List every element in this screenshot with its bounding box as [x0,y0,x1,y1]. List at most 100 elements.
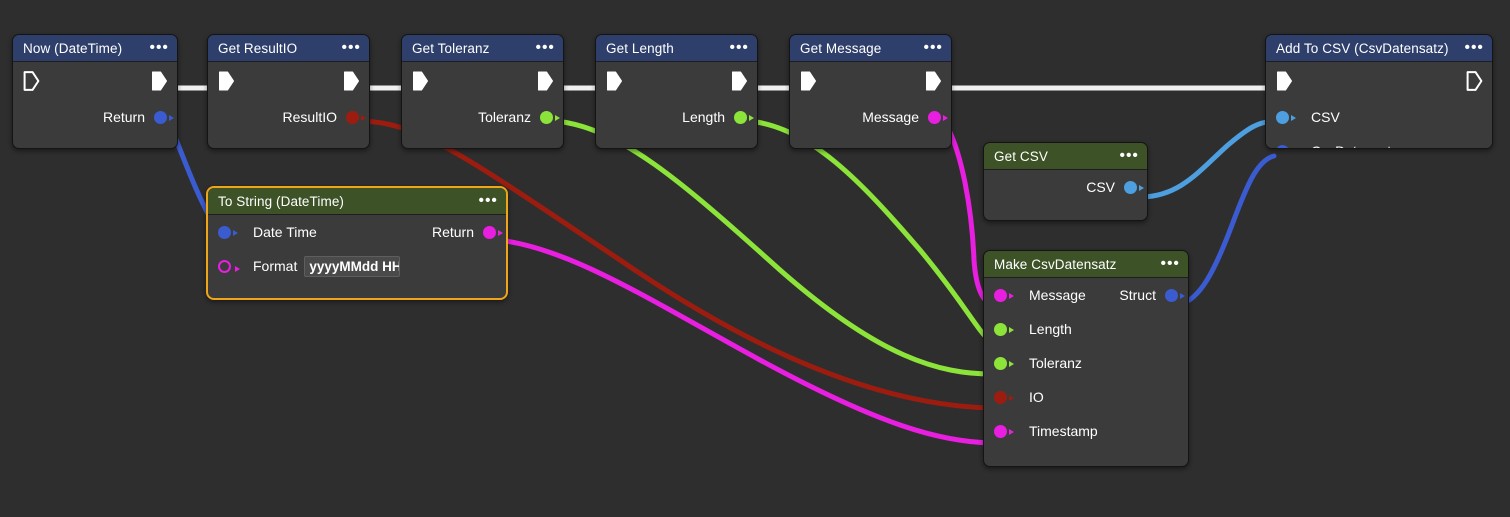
input-label: CSV [1311,109,1340,125]
node-header-add-to-csv[interactable]: Add To CSV (CsvDatensatz) ••• [1266,35,1492,62]
exec-in-pin-icon[interactable] [218,71,235,92]
node-title: Add To CSV (CsvDatensatz) [1276,40,1449,56]
output-pin-return[interactable] [154,110,174,124]
node-body-get-csv: CSV [984,170,1147,204]
node-menu-icon[interactable]: ••• [535,39,555,56]
node-title: Get CSV [994,148,1048,164]
node-menu-icon[interactable]: ••• [1160,255,1180,272]
output-pin-length[interactable] [734,110,754,124]
pin-row: Length [596,100,757,134]
node-get-message[interactable]: Get Message ••• Message [789,34,952,149]
output-label: Length [682,109,725,125]
exec-in-pin-icon[interactable] [412,71,429,92]
output-pin-message[interactable] [928,110,948,124]
exec-row [402,62,563,100]
exec-out-pin-icon[interactable] [1466,71,1483,92]
node-header-get-resultio[interactable]: Get ResultIO ••• [208,35,369,62]
exec-in-pin-icon[interactable] [800,71,817,92]
exec-out-pin-icon[interactable] [151,71,168,92]
pin-row: Message [790,100,951,134]
node-now-datetime[interactable]: Now (DateTime)••• Return [12,34,178,149]
pin-row: CSV [984,170,1147,204]
input-pin-length[interactable] [994,322,1014,336]
output-pin-struct[interactable] [1165,288,1185,302]
node-body-get-resultio: ResultIO [208,62,369,134]
node-menu-icon[interactable]: ••• [923,39,943,56]
input-pin-format[interactable] [218,259,240,273]
wire-data-getcsv-to-csv[interactable] [1137,118,1277,200]
node-title: Get ResultIO [218,40,298,56]
exec-row [596,62,757,100]
node-menu-icon[interactable]: ••• [729,39,749,56]
output-label: Toleranz [478,109,531,125]
input-pin-io[interactable] [994,390,1014,404]
wire-data-struct-to-csvdatensatz[interactable] [1177,153,1277,307]
input-label: Timestamp [1029,423,1098,439]
node-header-to-string-datetime[interactable]: To String (DateTime)••• [208,188,506,215]
node-menu-icon[interactable]: ••• [1464,39,1484,56]
node-header-get-length[interactable]: Get Length••• [596,35,757,62]
node-header-get-csv[interactable]: Get CSV ••• [984,143,1147,170]
exec-in-pin-icon[interactable] [1276,71,1293,92]
output-label: Return [102,109,145,125]
exec-out-pin-icon[interactable] [925,71,942,92]
output-pin-return[interactable] [483,225,503,239]
pin-row: CsvDatensatz [1266,134,1492,148]
exec-out-pin-icon[interactable] [731,71,748,92]
input-pin-csvdatensatz[interactable] [1276,144,1289,148]
node-title: Get Message [800,40,882,56]
pin-row: ResultIO [208,100,369,134]
exec-in-pin-icon[interactable] [606,71,623,92]
node-body-now-datetime: Return [13,62,177,134]
input-label: Length [1029,321,1072,337]
node-get-csv[interactable]: Get CSV ••• CSV [983,142,1148,221]
input-label: Format [253,258,298,274]
node-get-toleranz[interactable]: Get Toleranz ••• Toleranz [401,34,564,149]
pin-row: CSV [1266,100,1492,134]
exec-out-pin-icon[interactable] [343,71,360,92]
node-body-get-message: Message [790,62,951,134]
input-pin-date-time[interactable] [218,225,238,239]
input-label: Message [1029,287,1086,303]
node-menu-icon[interactable]: ••• [478,192,498,209]
node-menu-icon[interactable]: ••• [1119,147,1139,164]
output-label: Struct [1119,287,1156,303]
node-add-to-csv[interactable]: Add To CSV (CsvDatensatz) ••• CSV CsvDatens… [1265,34,1493,149]
input-pin-message[interactable] [994,288,1014,302]
output-pin-toleranz[interactable] [540,110,560,124]
output-label: Message [862,109,919,125]
wire-data-tostring-return-to-timestamp[interactable] [495,237,995,446]
input-label: Toleranz [1029,355,1082,371]
node-header-get-message[interactable]: Get Message ••• [790,35,951,62]
node-title: Get Toleranz [412,40,490,56]
format-input-field[interactable]: yyyyMMdd HHmm [304,255,401,277]
output-pin-csv[interactable] [1124,180,1144,194]
input-pin-timestamp[interactable] [994,424,1014,438]
node-body-get-toleranz: Toleranz [402,62,563,134]
input-pin-csv[interactable] [1276,110,1296,124]
node-menu-icon[interactable]: ••• [149,39,169,56]
node-get-length[interactable]: Get Length••• Length [595,34,758,149]
exec-out-pin-icon[interactable] [537,71,554,92]
input-label: Date Time [253,224,317,240]
node-body-get-length: Length [596,62,757,134]
exec-in-pin-icon[interactable] [23,71,40,92]
wire-data-length-to-length[interactable] [747,118,995,343]
pin-row: Format yyyyMMdd HHmm [208,249,506,283]
wire-data-toleranz-to-toleranz[interactable] [553,118,995,377]
node-menu-icon[interactable]: ••• [341,39,361,56]
node-header-get-toleranz[interactable]: Get Toleranz ••• [402,35,563,62]
node-body-add-to-csv: CSV CsvDatensatz [1266,62,1492,148]
input-pin-toleranz[interactable] [994,356,1014,370]
output-pin-resultio[interactable] [346,110,366,124]
node-header-now-datetime[interactable]: Now (DateTime)••• [13,35,177,62]
node-get-resultio[interactable]: Get ResultIO ••• ResultIO [207,34,370,149]
node-header-make-csvdatensatz[interactable]: Make CsvDatensatz••• [984,251,1188,278]
exec-row [790,62,951,100]
